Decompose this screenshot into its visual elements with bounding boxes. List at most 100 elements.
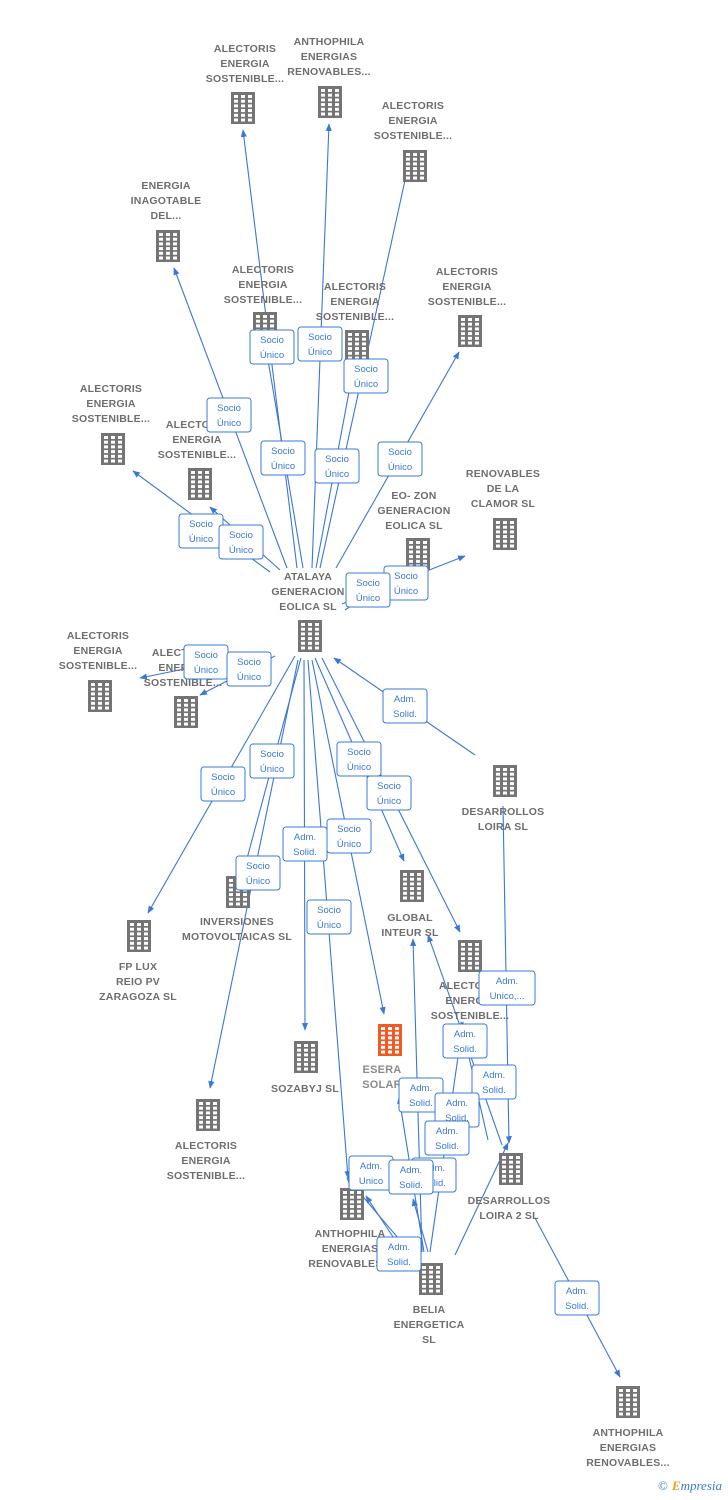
company-node-n3[interactable]: ALECTORISENERGIASOSTENIBLE...	[374, 100, 452, 182]
company-node-n7[interactable]: ALECTORISENERGIASOSTENIBLE...	[428, 266, 506, 347]
relation-label-text: Único	[356, 593, 380, 604]
relation-label-e14[interactable]: Adm.Solid.	[382, 688, 428, 724]
relation-label-e20[interactable]: Adm.Solid.	[282, 826, 328, 862]
building-icon	[616, 1386, 640, 1418]
company-node-n9[interactable]: ALECTORISENERGIASOSTENIBLE...	[158, 419, 236, 500]
relation-label-box	[206, 397, 252, 433]
relation-label-e25[interactable]: Adm. Solid.	[471, 1064, 517, 1100]
company-node-n1[interactable]: ALECTORISENERGIASOSTENIBLE...	[206, 43, 284, 124]
relation-label-text: Socio	[189, 519, 213, 530]
company-name-line: SOSTENIBLE...	[59, 660, 137, 672]
copyright-symbol: ©	[658, 1478, 668, 1493]
company-node-n21[interactable]: SOZABYJ SL	[271, 1041, 339, 1095]
relation-label-text: Adm.	[360, 1161, 382, 1172]
company-name-line: ATALAYA	[284, 571, 332, 583]
company-node-n22[interactable]: ALECTORISENERGIASOSTENIBLE...	[167, 1099, 245, 1182]
relation-label-text: Único	[271, 461, 295, 472]
relation-label-box	[442, 1023, 488, 1059]
brand-name: mpresia	[680, 1478, 722, 1493]
company-name-line: ENERGIA	[73, 645, 122, 657]
company-node-n26[interactable]: ANTHOPHILAENERGIASRENOVABLES...	[586, 1386, 670, 1469]
relation-label-text: Adm.	[436, 1126, 458, 1137]
building-icon	[101, 433, 125, 465]
relation-label-text: Socio	[308, 332, 332, 343]
company-node-n8[interactable]: ALECTORISENERGIASOSTENIBLE...	[72, 383, 150, 465]
relation-label-e31[interactable]: Adm.Solid.	[388, 1159, 434, 1195]
relation-label-box	[366, 775, 412, 811]
relation-label-e30[interactable]: Adm.Unico	[348, 1155, 394, 1191]
building-icon	[156, 230, 180, 262]
relation-label-e24[interactable]: Adm.Solid.	[442, 1023, 488, 1059]
company-name-line: DESARROLLOS	[462, 806, 545, 818]
nodes-layer: ALECTORISENERGIASOSTENIBLE...ANTHOPHILAE…	[59, 36, 670, 1469]
company-node-n24[interactable]: ANTHOPHILAENERGIASRENOVABLES...	[308, 1188, 392, 1270]
company-node-n2[interactable]: ANTHOPHILAENERGIASRENOVABLES...	[287, 36, 371, 118]
company-node-n4[interactable]: ENERGIAINAGOTABLEDEL...	[131, 180, 202, 262]
building-icon	[458, 315, 482, 347]
company-node-n15[interactable]: DESARROLLOS LOIRA SL	[462, 765, 545, 833]
relation-label-text: Solid.	[565, 1301, 589, 1312]
relation-label-text: Unico,...	[490, 991, 525, 1002]
relation-label-text: Adm.	[446, 1098, 468, 1109]
relation-label-text: Solid.	[409, 1098, 433, 1109]
relation-label-text: Único	[217, 418, 241, 429]
relation-label-e32[interactable]: Adm.Solid.	[376, 1236, 422, 1272]
relation-label-text: Solid.	[482, 1085, 506, 1096]
relation-label-text: Único	[194, 665, 218, 676]
company-name-line: EO- ZON	[391, 490, 436, 502]
relation-label-e23[interactable]: Adm.Unico,...	[478, 970, 536, 1006]
company-name-line: RENOVABLES	[466, 468, 540, 480]
company-name-line: ENERGIA	[86, 398, 135, 410]
company-node-n6[interactable]: ALECTORISENERGIASOSTENIBLE...	[316, 281, 394, 362]
relation-label-e33[interactable]: Adm.Solid.	[554, 1280, 600, 1316]
company-name-line: ANTHOPHILA	[315, 1228, 386, 1240]
company-name-line: SOSTENIBLE...	[167, 1170, 245, 1182]
building-icon	[127, 920, 151, 952]
relation-label-text: Solid.	[399, 1180, 423, 1191]
relation-label-text: Adm.	[483, 1070, 505, 1081]
company-name-line: LOIRA SL	[478, 821, 529, 833]
company-node-n13[interactable]: ALECTORISENERGIASOSTENIBLE...	[59, 630, 137, 712]
relation-label-box	[471, 1064, 517, 1100]
building-icon	[294, 1041, 318, 1073]
relation-label-text: Socio	[347, 747, 371, 758]
relation-label-e27[interactable]: Adm.Solid.	[434, 1092, 480, 1128]
building-icon	[188, 468, 212, 500]
company-name-line: ALECTORIS	[436, 266, 498, 278]
relation-label-e28[interactable]: Adm.Solid.	[424, 1120, 470, 1156]
relation-label-text: Único	[354, 379, 378, 390]
building-icon	[345, 330, 369, 362]
company-name-line: ANTHOPHILA	[593, 1427, 664, 1439]
relation-label-text: Adm.	[388, 1242, 410, 1253]
relation-label-text: Solid.	[393, 709, 417, 720]
